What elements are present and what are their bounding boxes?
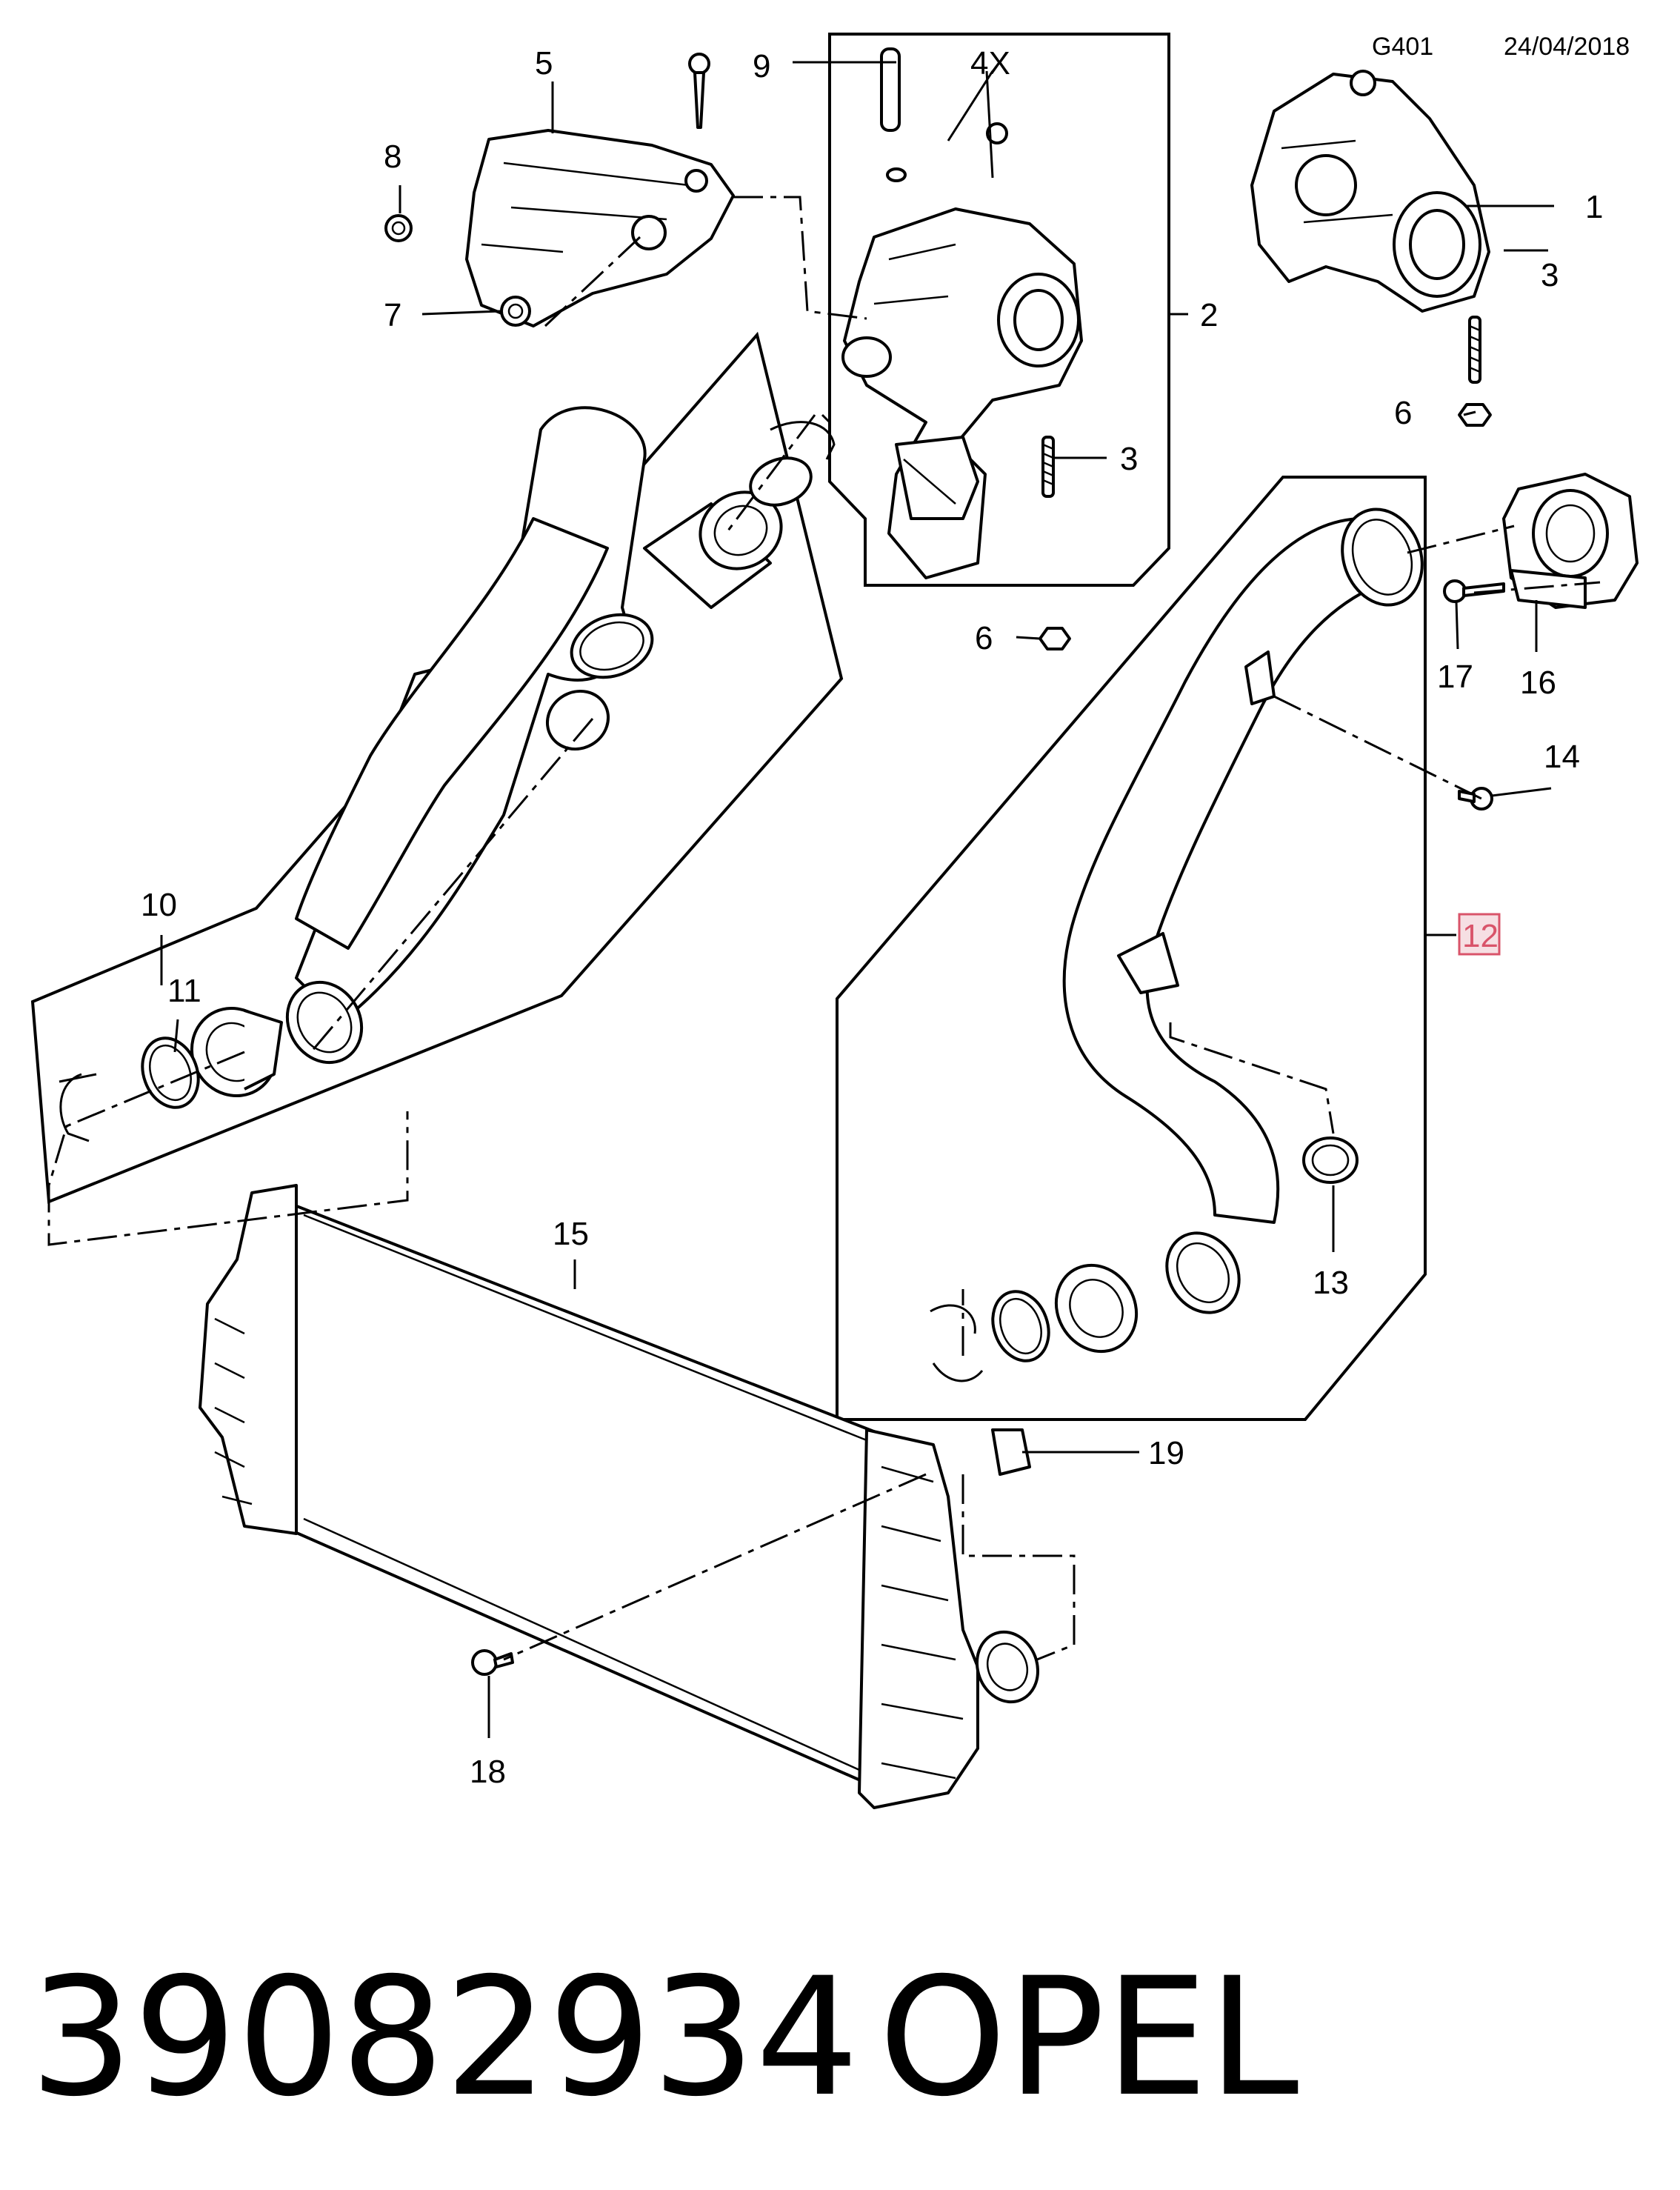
intercooler-15 xyxy=(199,1184,1040,1809)
callout-5: 5 xyxy=(535,45,553,81)
bolt-8 xyxy=(384,214,413,242)
callout-3-upper: 3 xyxy=(1541,257,1559,293)
callout-16: 16 xyxy=(1520,665,1556,701)
bracket-19 xyxy=(991,1428,1031,1476)
callout-10: 10 xyxy=(141,887,177,923)
callout-12: 12 xyxy=(1462,918,1499,954)
o-ring-right-lower xyxy=(991,1290,1050,1362)
diagram-date: 24/04/2018 xyxy=(1504,33,1630,61)
retaining-clip-left-upper xyxy=(770,413,836,460)
callout-2: 2 xyxy=(1200,297,1218,333)
coupler-left-lower xyxy=(190,1006,283,1098)
callout-13: 13 xyxy=(1313,1265,1349,1301)
turbocharger-2 xyxy=(841,207,1083,579)
callout-7: 7 xyxy=(384,297,401,333)
nut-6-upper xyxy=(1458,403,1492,427)
hose-clamp-13 xyxy=(1302,1136,1359,1184)
callout-17: 17 xyxy=(1437,659,1473,695)
nut-7 xyxy=(500,296,531,327)
callout-19: 19 xyxy=(1148,1435,1184,1471)
stud-3-lower xyxy=(1041,436,1055,498)
callout-9: 9 xyxy=(753,48,770,84)
stud-4x xyxy=(880,47,907,182)
coupler-left-upper xyxy=(643,490,783,609)
callout-labels: 1 2 3 3 4X 5 6 6 7 8 9 10 11 12 13 14 15… xyxy=(141,45,1603,1790)
callout-6-upper: 6 xyxy=(1394,395,1412,431)
right-hose-group-frame xyxy=(836,476,1427,1421)
heat-shield-bracket xyxy=(465,129,735,327)
callout-8: 8 xyxy=(384,139,401,175)
turbo-group-frame xyxy=(828,33,1170,587)
callout-11: 11 xyxy=(167,973,201,1009)
callout-14: 14 xyxy=(1544,739,1580,775)
callout-6-lower: 6 xyxy=(975,620,993,656)
bolt-9 xyxy=(688,53,710,129)
callout-15: 15 xyxy=(553,1216,589,1252)
callout-12-highlight xyxy=(1458,913,1501,956)
o-ring-left-upper xyxy=(749,456,813,507)
o-ring-11 xyxy=(141,1036,200,1109)
stud-3-upper xyxy=(1468,316,1481,384)
bolt-18 xyxy=(471,1649,514,1676)
charge-air-hose-10 xyxy=(285,406,647,1065)
bolt-14 xyxy=(1458,787,1493,811)
part-number: 39082934 xyxy=(30,1943,859,2132)
fastener-4x-small xyxy=(986,122,1008,144)
connection-lines xyxy=(47,196,1601,1661)
charge-air-hose-12 xyxy=(1062,507,1424,1314)
hose-clamp-left-upper xyxy=(570,613,654,679)
retaining-clip-left-lower xyxy=(59,1073,97,1142)
bolt-17 xyxy=(1443,579,1505,603)
brand-name: OPEL xyxy=(879,1943,1299,2132)
callout-4x: 4X xyxy=(970,45,1010,81)
retaining-clip-right-lower xyxy=(930,1304,984,1382)
nut-6-lower xyxy=(1039,627,1071,650)
callout-18: 18 xyxy=(470,1754,506,1790)
callout-1: 1 xyxy=(1585,189,1603,225)
diagram-code: G401 xyxy=(1372,33,1433,61)
callout-3-lower: 3 xyxy=(1120,441,1138,477)
leader-lines xyxy=(160,61,1554,1738)
coupler-right-lower xyxy=(1054,1263,1139,1354)
throttle-body-16 xyxy=(1502,473,1639,609)
turbocharger-1 xyxy=(1250,70,1490,313)
